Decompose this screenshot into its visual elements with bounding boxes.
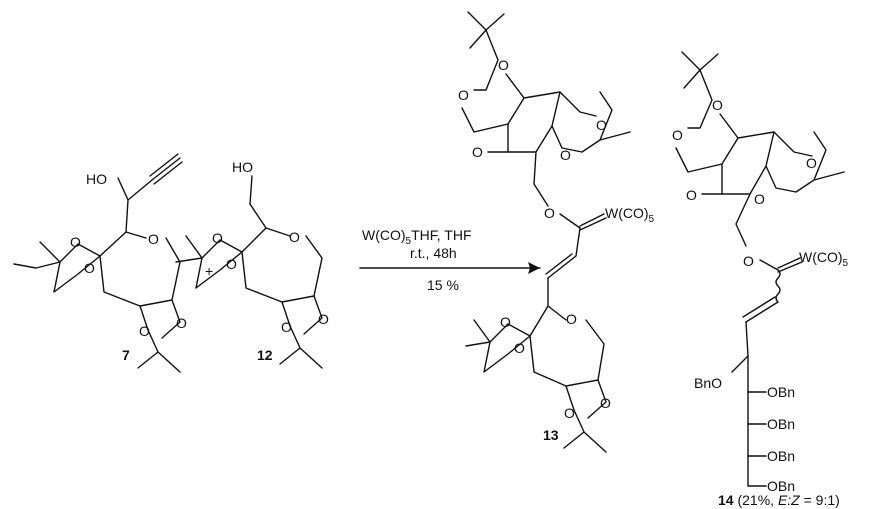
ring-oxygen: O bbox=[686, 187, 697, 203]
acetonide-oxygen: O bbox=[176, 315, 187, 331]
compound-14-caption: 14 (21%, E:Z = 9:1) bbox=[718, 492, 840, 508]
ring-oxygen: O bbox=[472, 144, 483, 160]
acetonide-oxygen: O bbox=[84, 260, 95, 276]
benzyl-ether: OBn bbox=[767, 448, 795, 464]
acetonide-oxygen: O bbox=[70, 234, 81, 250]
acetonide-oxygen: O bbox=[560, 147, 571, 163]
compound-number: 13 bbox=[543, 427, 559, 443]
carbene-metal: W(CO)5 bbox=[605, 205, 655, 225]
benzyl-ether: BnO bbox=[694, 375, 722, 391]
acetonide-oxygen: O bbox=[600, 395, 611, 411]
acetonide-oxygen: O bbox=[226, 256, 237, 272]
hydroxyl-label: HO bbox=[86, 171, 107, 187]
compound-12: HO O O O O O 12 bbox=[175, 159, 329, 369]
acetonide-oxygen: O bbox=[318, 311, 329, 327]
yield-label: 15 % bbox=[427, 277, 459, 293]
conditions-label: r.t., 48h bbox=[410, 245, 457, 261]
acetonide-oxygen: O bbox=[514, 340, 525, 356]
benzyl-ether: OBn bbox=[767, 384, 795, 400]
reagent-label: W(CO)5THF, THF bbox=[362, 227, 472, 247]
ether-oxygen: O bbox=[544, 205, 555, 221]
compound-number: 12 bbox=[257, 347, 273, 363]
compound-13: O O O O O O W(CO)5 O O O O O 13 bbox=[458, 11, 655, 453]
ring-oxygen: O bbox=[566, 311, 577, 327]
compound-number: 7 bbox=[122, 347, 130, 363]
acetonide-oxygen: O bbox=[212, 230, 223, 246]
acetonide-oxygen: O bbox=[672, 127, 683, 143]
ether-oxygen: O bbox=[743, 253, 754, 269]
hydroxyl-label: HO bbox=[232, 159, 253, 175]
acetonide-oxygen: O bbox=[564, 405, 575, 421]
ring-oxygen: O bbox=[148, 231, 159, 247]
acetonide-oxygen: O bbox=[281, 319, 292, 335]
carbene-metal: W(CO)5 bbox=[799, 249, 849, 269]
acetonide-oxygen: O bbox=[498, 57, 509, 73]
acetonide-oxygen: O bbox=[712, 97, 723, 113]
acetonide-oxygen: O bbox=[806, 155, 817, 171]
plus-sign: + bbox=[205, 263, 213, 279]
reaction-arrow: W(CO)5THF, THF r.t., 48h 15 % bbox=[359, 227, 541, 293]
acetonide-oxygen: O bbox=[139, 323, 150, 339]
compound-14: O O O O O O W(CO)5 BnO OBn OBn OBn OBn 1… bbox=[672, 51, 849, 508]
acetonide-oxygen: O bbox=[754, 191, 765, 207]
ring-oxygen: O bbox=[289, 229, 300, 245]
acetonide-oxygen: O bbox=[458, 87, 469, 103]
acetonide-oxygen: O bbox=[596, 117, 607, 133]
benzyl-ether: OBn bbox=[767, 416, 795, 432]
compound-7: HO O O O O O 7 bbox=[13, 153, 187, 373]
benzyl-ether: OBn bbox=[767, 478, 795, 494]
acetonide-oxygen: O bbox=[500, 314, 511, 330]
